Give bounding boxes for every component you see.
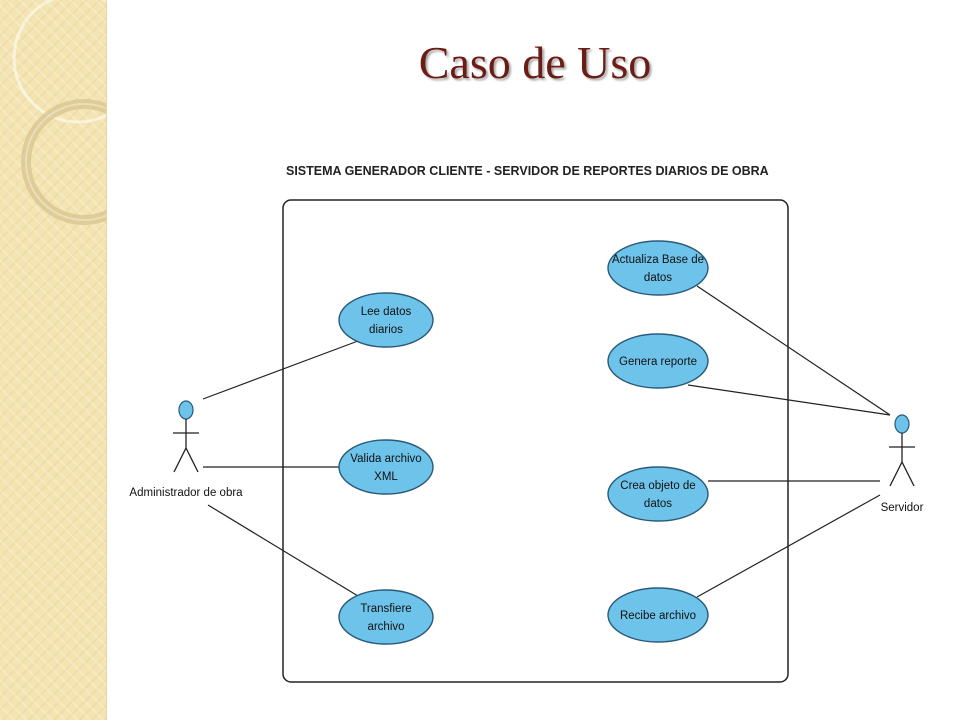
actor-label: Administrador de obra — [129, 487, 243, 499]
slide-title: Caso de Uso — [418, 37, 652, 88]
actor-admin: Administrador de obra — [129, 400, 243, 499]
use-case-label: Genera reporte — [619, 356, 697, 368]
association-server-recibe — [696, 494, 881, 598]
use-case-label: Recibe archivo — [620, 610, 696, 622]
use-case-ellipse — [607, 587, 709, 643]
actor-head-icon — [178, 400, 194, 420]
decorative-side-band — [0, 0, 107, 720]
use-case-label: diarios — [369, 324, 403, 336]
use-case-label: datos — [644, 498, 672, 510]
use-case-crea: Crea objeto de datos — [607, 466, 709, 522]
use-case-label: archivo — [367, 621, 404, 633]
use-case-ellipse — [338, 589, 434, 645]
use-case-ellipse — [607, 466, 709, 522]
use-case-label: Crea objeto de — [620, 480, 695, 492]
association-server-actualiza — [696, 285, 891, 416]
association-admin-transfiere — [207, 504, 359, 597]
association-server-genera — [687, 384, 891, 416]
use-case-label: Actualiza Base de — [612, 254, 704, 266]
actor-body-icon — [901, 461, 915, 487]
use-case-recibe: Recibe archivo — [607, 587, 709, 643]
use-case-label: XML — [374, 471, 398, 483]
use-case-ellipse — [338, 292, 434, 348]
actor-body-icon — [889, 461, 903, 487]
actor-label: Servidor — [881, 502, 924, 514]
system-boundary — [282, 199, 789, 683]
actor-body-icon — [185, 447, 199, 473]
decorative-rings — [12, 0, 106, 225]
use-case-ellipse — [607, 240, 709, 296]
actor-body-icon — [173, 447, 187, 473]
use-case-genera: Genera reporte — [607, 333, 709, 389]
use-case-ellipse — [338, 439, 434, 495]
use-case-label: Lee datos — [361, 306, 412, 318]
use-case-label: datos — [644, 272, 672, 284]
associations — [202, 285, 891, 598]
use-case-label: Valida archivo — [350, 453, 421, 465]
use-case-actualiza: Actualiza Base de datos — [607, 240, 709, 296]
actor-head-icon — [894, 414, 910, 434]
use-case-ellipse — [607, 333, 709, 389]
use-case-label: Transfiere — [360, 603, 411, 615]
use-case-lee: Lee datos diarios — [338, 292, 434, 348]
association-admin-lee — [202, 340, 359, 400]
system-title: SISTEMA GENERADOR CLIENTE - SERVIDOR DE … — [286, 164, 769, 178]
actor-server: Servidor — [881, 414, 924, 514]
use-case-transfiere: Transfiere archivo — [338, 589, 434, 645]
